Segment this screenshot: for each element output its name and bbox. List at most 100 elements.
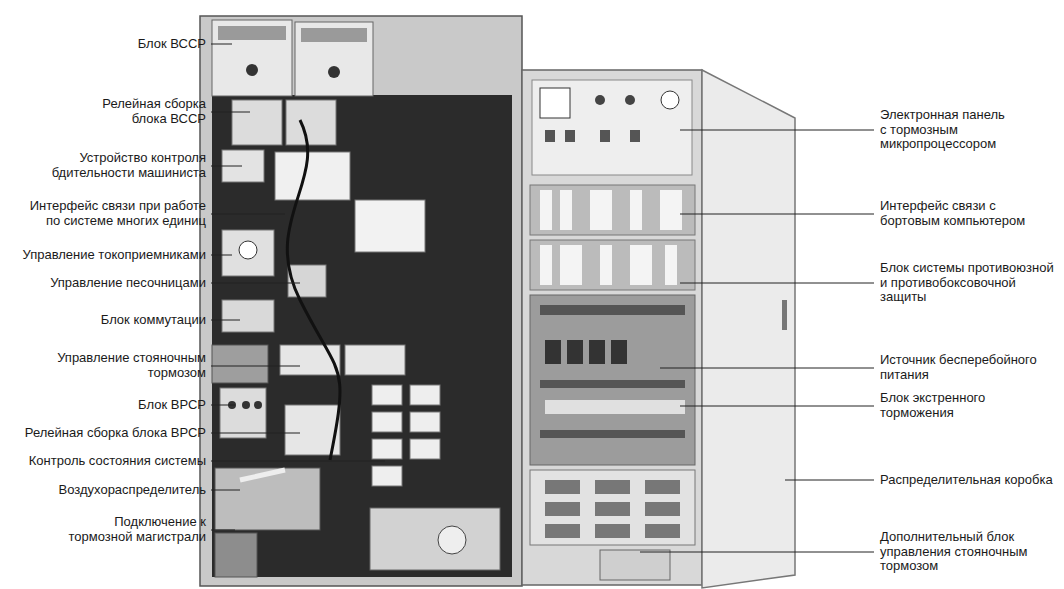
right-cabinet-part — [630, 130, 640, 142]
part-label: Управление стояночным тормозом — [46, 351, 206, 381]
right-cabinet-part — [545, 340, 561, 364]
right-cabinet-part — [645, 502, 680, 516]
part-label: Дополнительный блок управления стояночны… — [880, 530, 1060, 575]
right-cabinet-part — [530, 185, 695, 235]
leader-lines-part — [680, 214, 874, 215]
left-cabinet-part — [345, 345, 405, 375]
right-cabinet-part — [600, 130, 610, 142]
left-cabinet-part — [220, 388, 266, 438]
leader-lines-part — [680, 283, 874, 284]
part-label: Интерфейс связи с бортовым компьютером — [880, 199, 1045, 229]
right-cabinet-part — [545, 524, 580, 538]
left-cabinet-part — [212, 95, 512, 577]
right-cabinet-part — [530, 295, 695, 465]
right-cabinet-part — [630, 190, 642, 230]
leader-lines-part — [211, 283, 300, 284]
right-cabinet-part — [665, 245, 677, 285]
left-cabinet-part — [200, 16, 522, 586]
leader-lines-part — [785, 480, 874, 481]
right-cabinet-part — [540, 245, 552, 285]
right-cabinet-part — [540, 88, 570, 118]
right-cabinet-part — [545, 480, 580, 494]
right-cabinet-part — [660, 190, 682, 230]
part-label: Блок системы противоюзной и противобоксо… — [880, 261, 1058, 306]
left-cabinet-part — [246, 64, 258, 76]
leader-lines-part — [211, 255, 232, 256]
part-label: Релейная сборка блока ВССР — [96, 97, 206, 127]
left-cabinet-part — [287, 120, 340, 460]
right-cabinet-part — [545, 502, 580, 516]
leader-lines — [211, 44, 874, 552]
right-cabinet — [522, 70, 795, 588]
right-cabinet-part — [625, 95, 635, 105]
part-label: Воздухораспределитель — [1, 483, 206, 498]
leader-lines-part — [211, 405, 235, 406]
leader-lines-part — [211, 214, 285, 215]
right-cabinet-part — [645, 524, 680, 538]
part-label: Контроль состояния системы — [1, 454, 206, 469]
left-cabinet-part — [240, 470, 285, 480]
right-cabinet-part — [782, 300, 787, 330]
right-cabinet-part — [645, 480, 680, 494]
left-cabinet-part — [215, 468, 320, 530]
left-cabinet-part — [212, 345, 268, 383]
right-cabinet-part — [540, 430, 685, 438]
left-cabinet-part — [372, 466, 402, 486]
right-cabinet-part — [540, 305, 685, 315]
left-cabinet-part — [242, 401, 250, 409]
part-label: Устройство контроля бдительности машинис… — [16, 151, 206, 181]
right-cabinet-part — [545, 130, 555, 142]
left-cabinet-part — [212, 20, 292, 96]
left-cabinet-part — [215, 533, 257, 577]
left-cabinet-part — [438, 526, 466, 554]
right-cabinet-part — [595, 480, 630, 494]
part-label: Управление песочницами — [1, 276, 206, 291]
part-label: Распределительная коробка — [880, 473, 1060, 488]
right-cabinet-part — [540, 380, 685, 388]
left-cabinet-part — [410, 439, 440, 459]
left-cabinet-part — [275, 152, 350, 200]
left-cabinet-part — [328, 66, 340, 78]
right-cabinet-part — [530, 470, 695, 545]
left-cabinet-part — [372, 439, 402, 459]
right-cabinet-part — [611, 340, 627, 364]
right-cabinet-part — [595, 524, 630, 538]
right-cabinet-part — [595, 502, 630, 516]
right-cabinet-part — [530, 240, 695, 290]
right-cabinet-part — [560, 190, 572, 230]
left-cabinet-part — [355, 200, 425, 252]
leader-lines-part — [211, 530, 235, 531]
part-label: Управление токоприемниками — [1, 248, 206, 263]
part-label: Интерфейс связи при работе по системе мн… — [14, 199, 206, 229]
right-cabinet-part — [595, 95, 605, 105]
left-cabinet-part — [222, 230, 274, 276]
part-label: Электронная панель с тормозным микропроц… — [880, 108, 1012, 153]
right-cabinet-part — [540, 190, 552, 230]
left-cabinet-part — [370, 508, 500, 570]
left-cabinet-part — [295, 22, 373, 96]
right-cabinet-part — [560, 245, 582, 285]
leader-lines-part — [211, 44, 232, 45]
left-cabinet-part — [254, 401, 262, 409]
right-cabinet-part — [532, 80, 692, 175]
leader-lines-part — [640, 552, 874, 553]
part-label: Блок ВРСР — [1, 398, 206, 413]
left-cabinet-part — [222, 300, 274, 332]
right-cabinet-part — [567, 340, 583, 364]
leader-lines-part — [211, 461, 385, 462]
leader-lines-part — [211, 366, 300, 367]
left-cabinet-part — [372, 385, 402, 405]
leader-lines-part — [680, 406, 874, 407]
left-cabinet-part — [239, 241, 257, 259]
right-cabinet-part — [589, 340, 605, 364]
right-cabinet-part — [545, 400, 685, 414]
part-label: Блок коммутации — [1, 313, 206, 328]
leader-lines-part — [211, 112, 250, 113]
right-cabinet-part — [702, 70, 795, 588]
leader-lines-part — [211, 433, 300, 434]
left-cabinet-part — [232, 100, 282, 145]
left-cabinet — [200, 16, 522, 586]
right-cabinet-part — [600, 245, 612, 285]
part-label: Релейная сборка блока ВРСР — [1, 426, 206, 441]
